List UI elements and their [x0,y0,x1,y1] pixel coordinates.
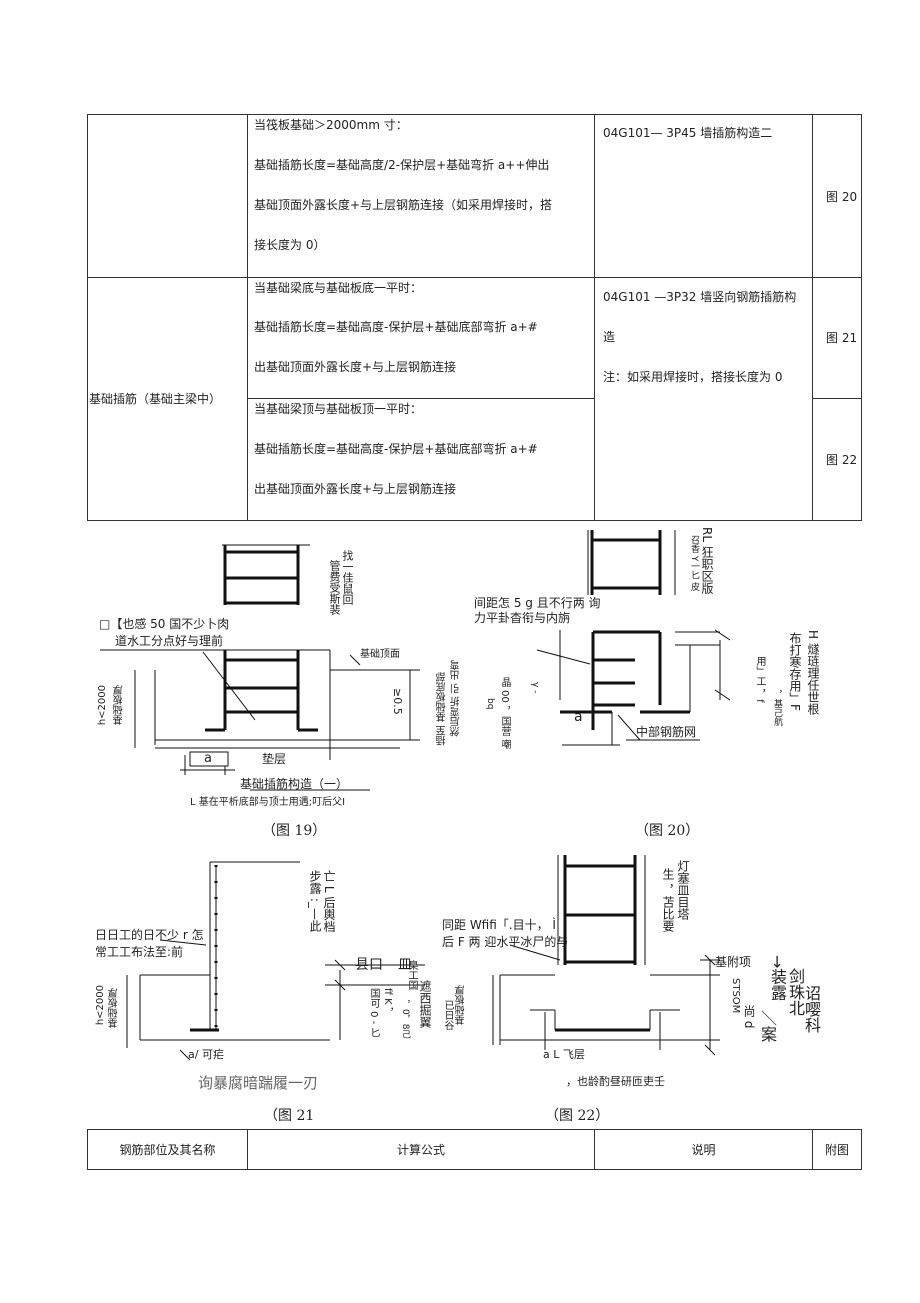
fig21-mid-label-2: 皿 [398,957,412,973]
fig22-bottom-label: a L 飞层 [543,1048,585,1061]
fig19-caption: （图 19） [262,823,327,839]
fig21-vert-right-3: ff K ， [382,988,393,1018]
fig22-vert-a: 灯塞皿目塔 [676,860,690,920]
fig20-mid-vert-2: γ - [530,682,540,694]
fig22-caption: （图 22） [545,1108,610,1124]
row2-formula-line-1: 当基础梁底与基础板底一平时： [254,281,423,295]
fig19-left-note-2: 道水工分点好与理前 [115,634,224,648]
fig22-right-big-1: →装露 [768,955,787,1001]
fig20-note-2: 力平卦杳衔与内旃 [474,611,571,625]
row2-formula-line-3: 出基础顶面外露长度+与上层钢筋连接 [254,360,457,374]
row2-note-line-1: 04G101 —3P32 墙竖向钢筋插筋构 [603,290,797,304]
fig21-left-note-1: 日日工的日不少 r 怎 [95,928,204,942]
fig22-vert-b: 生 ，苫比要 [661,868,675,932]
fig20-right-vert-2: 布打寒存用」F [788,632,802,711]
fig21-caption: （图 21 [264,1108,315,1124]
fig21-vert-right: 遮西掘翼 [418,980,432,1028]
fig19-bottom-label: 垫层 [262,752,287,766]
row1-formula-line-1: 当筏板基础＞2000mm 寸： [254,118,408,132]
fig19-vert-note-2: 管费受斯裴 [328,560,341,615]
fig21-vert-top-2: 步露 :_—此 [308,870,322,932]
fig19-dim-right: ≥0.5 [391,688,404,715]
row3-formula-line-1: 当基础梁顶与基础板顶一平时： [254,402,423,416]
row2-note-line-2: 造 [603,330,616,344]
fig22-right-vert-2: 尚 d [742,1005,756,1029]
fig19-vert-note: 找一佳鼠回 [341,550,354,605]
fig20-bottom-label: 中部钢筋网 [636,725,697,739]
row2-formula-line-2: 基础插筋长度=基础高度-保护层+基础底部弯折 a+# [254,320,538,334]
row3-formula-line-3: 出基础顶面外露长度+与上层钢筋连接 [254,482,457,496]
fig20-caption: （图 20） [635,823,700,839]
row1-formula-line-4: 接长度为 0） [254,238,326,252]
fig21-title: 询暴腐暗踹履一刃 [198,1074,319,1092]
fig22-right-big-4: ＼案 [758,1010,777,1042]
row-name-foundation-insert: 基础插筋（基础主梁中） [89,392,222,406]
header-explanation: 说明 [691,1143,716,1157]
fig21-vert-right-2: 臬工国 [406,960,417,990]
row2-note-line-3: 注：如采用焊接时，搭接长度为 0 [603,370,783,384]
fig22-right-big-3: 诏嘤科 [802,985,821,1033]
row3-formula-line-2: 基础插筋长度=基础高度-保护层+基础底部弯折 a+# [254,442,538,456]
row1-formula-line-3: 基础顶面外露长度+与上层钢筋连接（如采用焊接时，搭 [254,198,553,212]
row2-figure: 图 21 [826,331,858,345]
fig22-top-label: 基附项 [715,955,752,969]
header-figure: 附图 [824,1143,849,1157]
fig21-vert-far: 已日谷 [442,1000,453,1030]
fig20-right-vert: H 燧琏理任世根 [806,630,820,715]
fig21-vert-right-4: 国可 0 - 匕 [368,988,379,1038]
fig21-mid-label: 县口 [355,957,383,973]
fig20-vert-a: RL 狂职区版 [700,527,714,594]
fig20-mid-vert: 晶 00 ，国营 嘲 [499,677,510,750]
fig21-vert-right-5: ，0，8己 [400,1000,410,1039]
fig20-note-1: 间距怎 5 g 且不行两 询 [474,596,601,610]
header-formula: 计算公式 [396,1143,445,1157]
fig20-right-vert-4: ，基己航 [772,690,782,726]
fig20-vert-b: 召香 Y一匕 皮 [689,535,699,592]
fig19-a-label: a [204,751,212,766]
fig21-a-label: a/ 可疟 [188,1048,224,1061]
row3-figure: 图 22 [826,453,858,467]
fig20-mid-vert-3: bq [485,698,495,710]
fig19-title: 基础插筋构造（一） [240,777,349,791]
fig21-vert-top: 亡 L 后輿档 [322,870,336,933]
fig22-right-vert: STSOM [730,978,741,1014]
row1-note: 04G101— 3P45 墙插筋构造二 [603,126,773,140]
fig22-footnote: ，也龄酌昼研匝吏壬 [566,1075,665,1088]
header-part-name: 钢筋部位及其名称 [119,1143,216,1157]
fig22-note-1: 同距 Wfifi「.目十， Ì [442,918,556,932]
fig22-note-2: 后 F 两 迎水平冰尸的与 [442,935,569,949]
fig21-left-note-2: 常工工布法至:前 [95,945,184,959]
row1-formula-line-2: 基础插筋长度=基础高度/2-保护层+基础弯折 a++伸出 [254,158,550,172]
fig22-right-big-2: 剑珠北 [786,968,805,1016]
fig19-top-label: 基础顶面 [360,649,400,660]
fig22-dim-left: 基础板厚 [456,985,467,1025]
row1-figure: 图 20 [826,190,858,204]
fig20-a-label: a [574,709,583,725]
fig19-left-note-1: □【也感 50 国不少卜肉 [99,617,230,631]
fig20-right-vert-3: 用」工 ，f [754,656,765,703]
fig19-footnote: L 基在平析底部与顶士用遇;叮后父I [190,797,346,808]
